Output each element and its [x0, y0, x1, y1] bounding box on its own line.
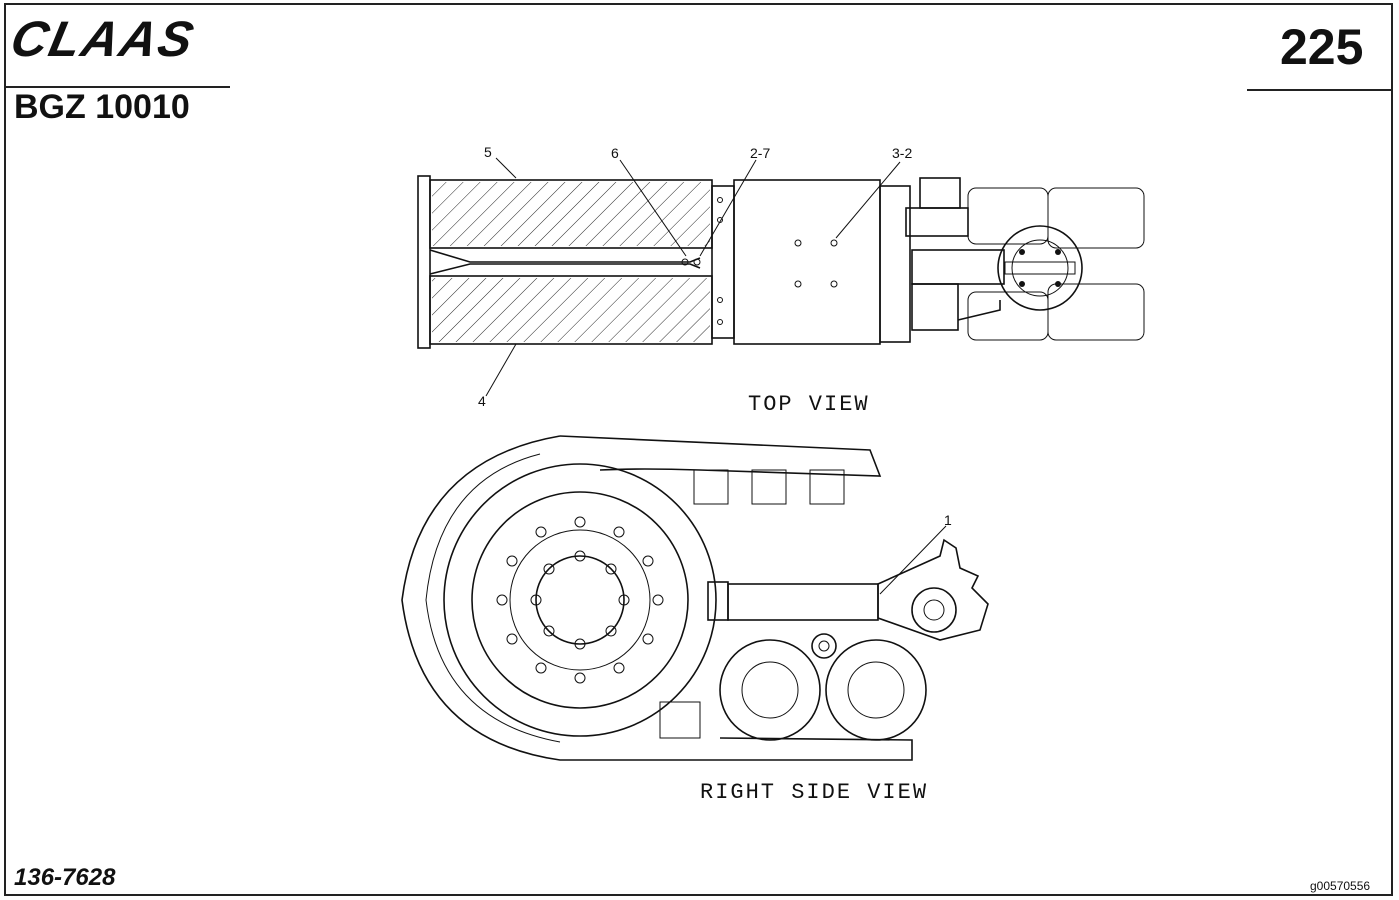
model-number: BGZ 10010: [14, 88, 190, 126]
drive-sprocket: [443, 463, 717, 737]
right-side-view-label: RIGHT SIDE VIEW: [700, 780, 929, 805]
track-frame-body: [733, 179, 881, 345]
top-view-drawing: [417, 175, 1145, 349]
side-view-drawing: [401, 435, 989, 761]
idler-wheel-top: [997, 225, 1083, 311]
page-number: 225: [1280, 19, 1364, 75]
callout-1: 1: [944, 512, 952, 528]
roller-frame-arm: [727, 583, 879, 621]
callout-6: 6: [611, 145, 619, 161]
drawing-frame: [4, 3, 1393, 896]
part-number: 136-7628: [14, 864, 116, 891]
callout-3-2: 3-2: [892, 145, 912, 161]
reference-code: g00570556: [1310, 879, 1371, 893]
top-view-label: TOP VIEW: [748, 392, 870, 417]
callout-5: 5: [484, 144, 492, 160]
mid-roller-right: [825, 639, 927, 741]
mid-roller-left: [719, 639, 821, 741]
callout-4: 4: [478, 393, 486, 409]
header-rule-right: [1247, 89, 1393, 91]
callout-2-7: 2-7: [750, 145, 770, 161]
header-rule-left: [6, 86, 230, 88]
